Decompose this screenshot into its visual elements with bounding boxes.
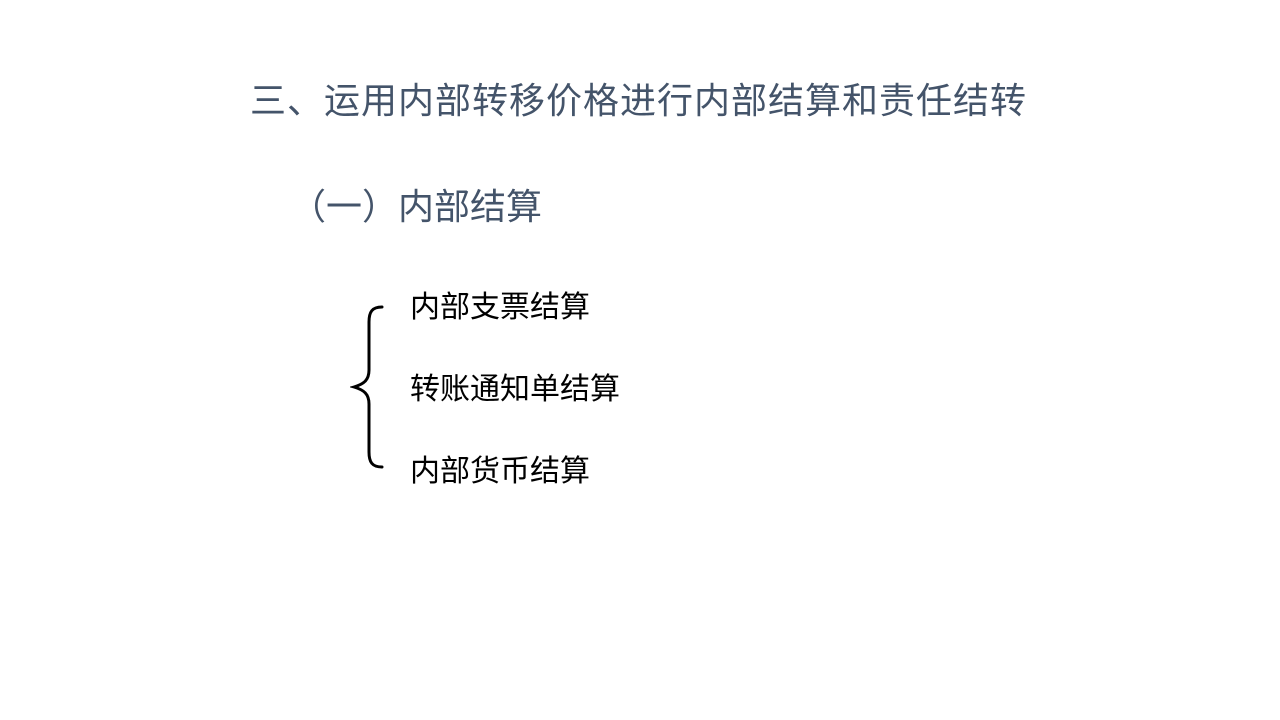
section-heading: （一）内部结算: [290, 187, 543, 228]
list-item: 内部货币结算: [410, 454, 590, 489]
curly-brace: [350, 305, 384, 469]
list-item: 转账通知单结算: [410, 372, 620, 407]
slide-title: 三、运用内部转移价格进行内部结算和责任结转: [250, 81, 1028, 122]
list-item: 内部支票结算: [410, 290, 590, 325]
